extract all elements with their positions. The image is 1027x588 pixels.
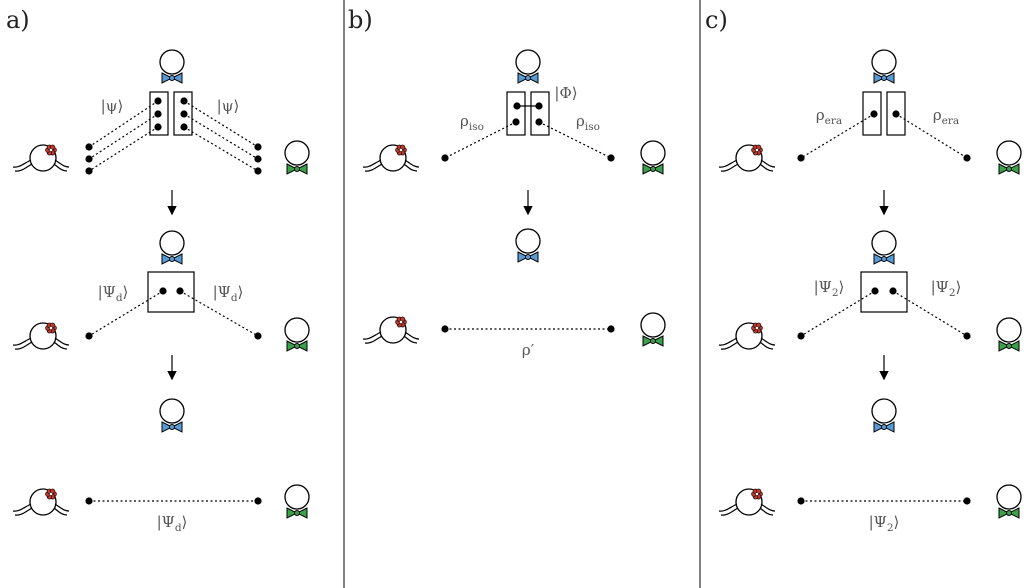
entanglement-link bbox=[88, 290, 164, 337]
qubit-dot bbox=[963, 154, 971, 162]
qubit-dot bbox=[85, 143, 93, 151]
entanglement-link bbox=[179, 290, 259, 337]
entanglement-link bbox=[800, 290, 876, 337]
state-label: ρiso bbox=[576, 112, 600, 133]
memory-box bbox=[530, 91, 550, 136]
panel-label-c: c) bbox=[705, 6, 728, 34]
memory-box bbox=[147, 271, 195, 313]
entanglement-link bbox=[892, 290, 968, 337]
qubit-dot bbox=[85, 167, 93, 175]
qubit-dot bbox=[254, 332, 262, 340]
bob-icon bbox=[996, 140, 1022, 175]
alice-icon bbox=[12, 144, 70, 172]
qubit-dot bbox=[963, 497, 971, 505]
state-label: ρiso bbox=[460, 112, 484, 133]
entanglement-link bbox=[183, 100, 259, 148]
qubit-dot bbox=[441, 154, 449, 162]
bob-icon bbox=[284, 317, 310, 352]
panel-label-b: b) bbox=[348, 6, 373, 34]
entanglement-link bbox=[183, 113, 259, 160]
state-label: |Φ⟩ bbox=[554, 84, 577, 102]
bob-icon bbox=[640, 140, 666, 175]
charlie-icon bbox=[159, 49, 185, 84]
qubit-dot bbox=[607, 154, 615, 162]
qubit-dot bbox=[254, 143, 262, 151]
charlie-icon bbox=[515, 49, 541, 84]
charlie-icon bbox=[871, 398, 897, 433]
qubit-dot bbox=[85, 332, 93, 340]
state-label: |Ψ2⟩ bbox=[869, 513, 900, 534]
alice-icon bbox=[718, 144, 776, 172]
qubit-dot bbox=[254, 497, 262, 505]
alice-icon bbox=[718, 322, 776, 350]
charlie-icon bbox=[159, 398, 185, 433]
entanglement-link bbox=[538, 121, 612, 159]
state-label: ρ′ bbox=[522, 341, 535, 359]
state-label: ρera bbox=[816, 106, 842, 127]
alice-icon bbox=[718, 488, 776, 516]
bob-icon bbox=[284, 484, 310, 519]
state-label: |Ψ2⟩ bbox=[931, 278, 962, 299]
state-label: |Ψd⟩ bbox=[213, 283, 244, 304]
qubit-dot bbox=[441, 325, 449, 333]
qubit-dot bbox=[254, 167, 262, 175]
qubit-dot bbox=[797, 497, 805, 505]
qubit-dot bbox=[254, 155, 262, 163]
panel-label-a: a) bbox=[6, 6, 30, 34]
bob-icon bbox=[284, 140, 310, 175]
alice-icon bbox=[362, 316, 420, 344]
qubit-dot bbox=[797, 154, 805, 162]
qubit-dot bbox=[85, 155, 93, 163]
entanglement-link bbox=[88, 126, 159, 172]
state-label: |ψ⟩ bbox=[101, 97, 124, 115]
bob-icon bbox=[996, 317, 1022, 352]
entanglement-link bbox=[895, 113, 968, 159]
charlie-icon bbox=[515, 228, 541, 263]
state-label: |Ψd⟩ bbox=[157, 513, 188, 534]
bob-icon bbox=[640, 312, 666, 347]
state-label: |ψ⟩ bbox=[217, 97, 240, 115]
state-label: |Ψ2⟩ bbox=[814, 278, 845, 299]
entanglement-link bbox=[183, 126, 259, 172]
qubit-dot bbox=[797, 332, 805, 340]
entanglement-link bbox=[88, 100, 159, 148]
entanglement-link bbox=[800, 113, 875, 159]
state-label: ρera bbox=[933, 106, 959, 127]
entanglement-link bbox=[88, 113, 159, 160]
charlie-icon bbox=[871, 49, 897, 84]
charlie-icon bbox=[159, 230, 185, 265]
memory-box bbox=[860, 271, 908, 313]
qubit-dot bbox=[85, 497, 93, 505]
bob-icon bbox=[996, 484, 1022, 519]
alice-icon bbox=[12, 322, 70, 350]
qubit-dot bbox=[963, 332, 971, 340]
charlie-icon bbox=[871, 230, 897, 265]
state-label: |Ψd⟩ bbox=[98, 283, 129, 304]
alice-icon bbox=[362, 144, 420, 172]
qubit-dot bbox=[607, 325, 615, 333]
alice-icon bbox=[12, 488, 70, 516]
memory-box bbox=[506, 91, 526, 136]
